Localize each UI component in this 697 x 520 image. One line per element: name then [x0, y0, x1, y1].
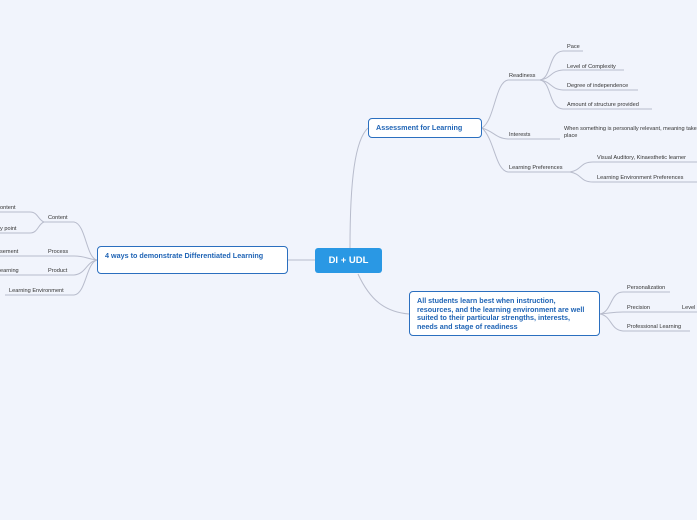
content-child-1[interactable]: ontent [0, 205, 16, 211]
readiness-item-independence[interactable]: Degree of independence [567, 83, 629, 89]
content-child-2[interactable]: y point [0, 226, 17, 232]
process-child[interactable]: sement [0, 249, 19, 255]
subtopic-interests[interactable]: Interests [509, 132, 531, 138]
topic-four-ways-differentiated[interactable]: 4 ways to demonstrate Differentiated Lea… [97, 246, 288, 274]
precision-child-level[interactable]: Level [682, 305, 696, 311]
topic-label: All students learn best when instruction… [417, 296, 585, 331]
subtopic-precision[interactable]: Precision [627, 305, 651, 311]
subtopic-professional-learning[interactable]: Professional Learning [627, 324, 682, 330]
readiness-item-complexity[interactable]: Level of Complexity [567, 64, 616, 70]
topic-all-students-learn-best[interactable]: All students learn best when instruction… [409, 291, 600, 336]
topic-assessment-for-learning[interactable]: Assessment for Learning [368, 118, 482, 138]
product-child[interactable]: earning [0, 268, 19, 274]
readiness-item-pace[interactable]: Pace [567, 44, 580, 50]
subtopic-personalization[interactable]: Personalization [627, 285, 666, 291]
readiness-item-structure[interactable]: Amount of structure provided [567, 102, 639, 108]
topic-label: 4 ways to demonstrate Differentiated Lea… [105, 251, 264, 260]
central-topic[interactable]: DI + UDL [315, 248, 382, 273]
subtopic-content[interactable]: Content [48, 215, 68, 221]
topic-label: Assessment for Learning [376, 123, 463, 132]
subtopic-readiness[interactable]: Readiness [509, 73, 536, 79]
preference-item-environment[interactable]: Learning Environment Preferences [597, 175, 684, 181]
preference-item-vak[interactable]: Visual Auditory, Kinaesthetic learner [597, 155, 687, 161]
subtopic-learning-environment[interactable]: Learning Environment [9, 288, 64, 294]
subtopic-learning-preferences[interactable]: Learning Preferences [509, 165, 563, 171]
interests-detail[interactable]: When something is personally relevant, m… [564, 126, 697, 139]
subtopic-product[interactable]: Product [48, 268, 68, 274]
subtopic-process[interactable]: Process [48, 249, 69, 255]
